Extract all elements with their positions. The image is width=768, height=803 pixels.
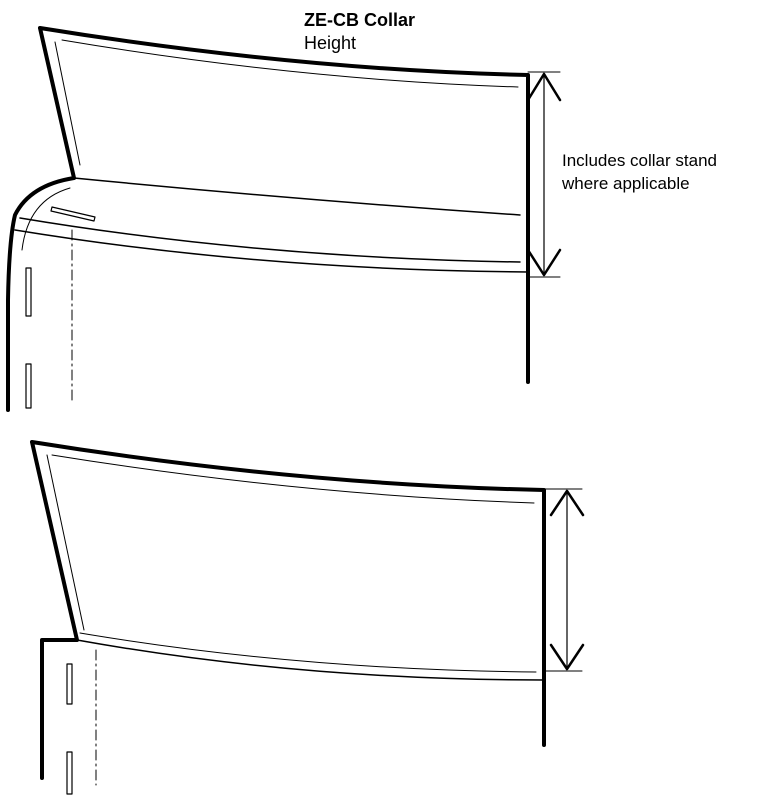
placket-bottom-buttonhole-2: [66, 751, 73, 795]
collar-top-stitch-line: [54, 39, 519, 166]
collar-top-buttonhole: [50, 206, 96, 222]
dimension-bottom-arrowhead-up: [549, 489, 585, 517]
placket-top-buttonhole-1: [25, 267, 32, 317]
dimension-top-arrowhead-down: [526, 248, 562, 277]
collar-bottom-outer-outline: [30, 440, 546, 780]
collar-figure-bottom: [30, 440, 585, 795]
collar-bottom-edge-line: [76, 639, 545, 681]
collar-top-fold-line: [73, 177, 521, 216]
collar-bottom-stitch-line: [46, 454, 535, 631]
collar-top-stand-line: [14, 217, 529, 273]
diagram-title-line-2: Height: [304, 33, 357, 53]
annotation-line-2: where applicable: [562, 174, 690, 193]
dimension-top-arrowhead-up: [526, 72, 562, 102]
collar-top-outer-outline: [6, 26, 530, 412]
dimension-bottom-arrowhead-down: [549, 643, 585, 671]
collar-bottom-inner-edge: [79, 632, 537, 673]
placket-top-buttonhole-2: [25, 363, 32, 409]
collar-top-stand-curve: [21, 187, 71, 251]
placket-bottom-buttonhole-1: [66, 663, 73, 705]
annotation-line-1: Includes collar stand: [562, 151, 717, 170]
collar-figure-top: [6, 26, 562, 412]
diagram-title-line-1: ZE-CB Collar: [304, 10, 416, 30]
